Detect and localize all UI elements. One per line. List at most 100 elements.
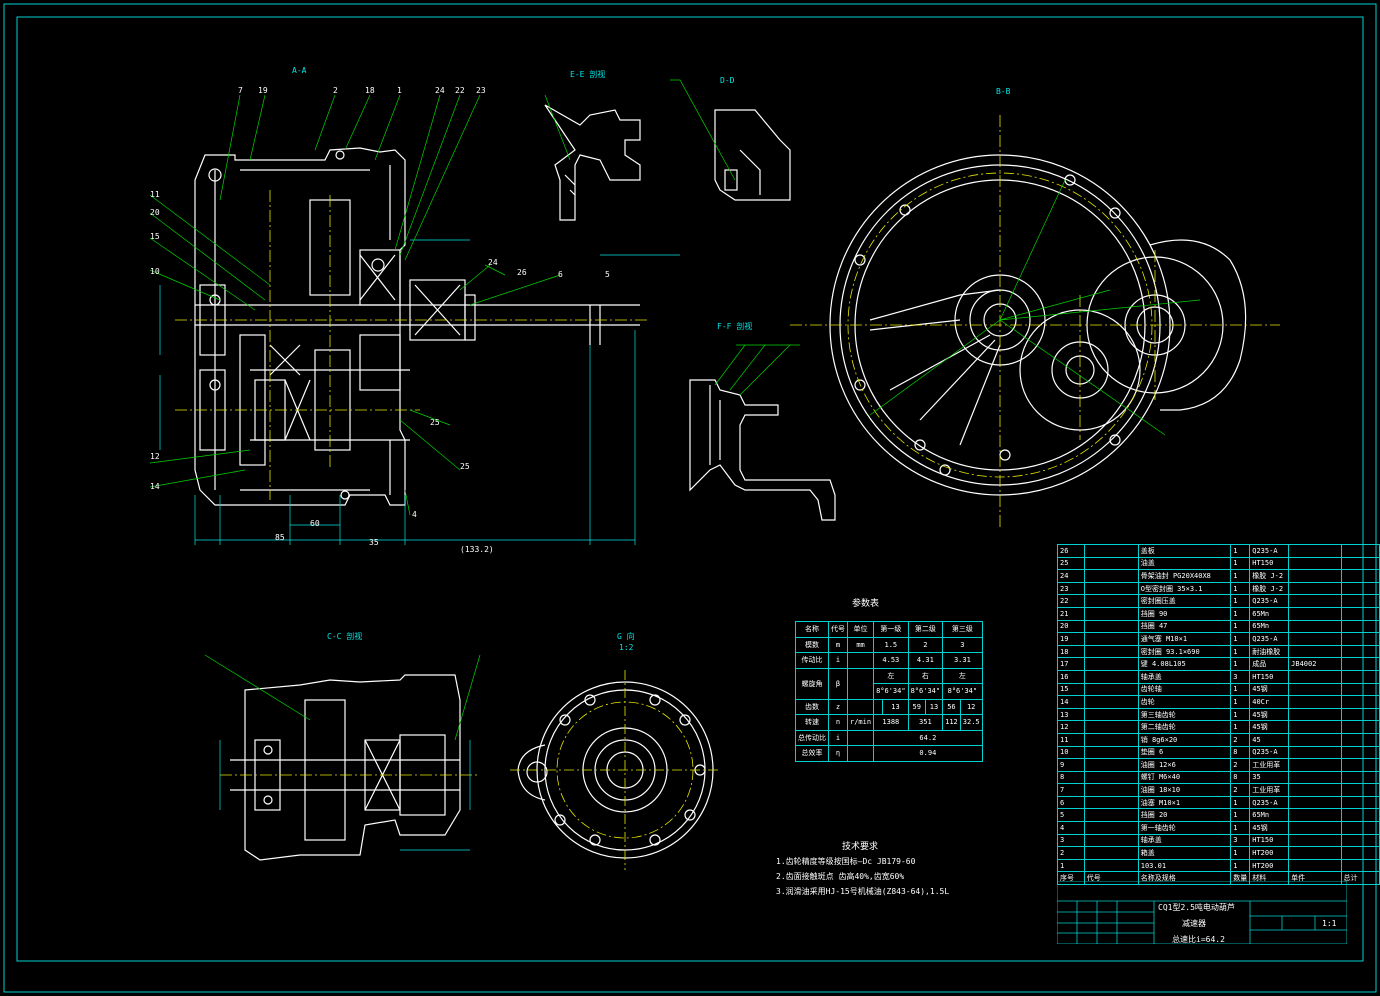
view-label-cc: C-C 剖视: [327, 632, 363, 641]
dim-text: 25: [430, 418, 440, 427]
cell: 齿轮轴: [1137, 682, 1232, 697]
cell: 8°6'34": [942, 683, 983, 700]
cell: [1340, 821, 1380, 835]
cell: 13: [1057, 707, 1085, 722]
cell: 螺钉 M6×40: [1137, 770, 1232, 785]
cell: z: [828, 698, 848, 715]
view-cc-dimensions: [219, 740, 471, 851]
cell: [846, 667, 875, 700]
view-aa-leaders: [149, 94, 561, 516]
cell: 13: [882, 698, 909, 715]
tech-req-title: 技术要求: [842, 842, 879, 852]
view-bb-greenlines: [869, 179, 1201, 436]
cell: 3: [942, 636, 983, 653]
cell: [873, 698, 884, 715]
cell: 1: [1230, 594, 1251, 608]
cell: [1288, 795, 1342, 810]
view-bb-centerlines: [790, 115, 1280, 530]
cell: [1083, 770, 1139, 785]
cell: JB4002: [1288, 657, 1342, 671]
cell: 9: [1057, 758, 1085, 772]
cell: 25: [1057, 556, 1085, 571]
cell: 左: [873, 667, 909, 684]
cell: [1288, 669, 1342, 684]
cell: [1083, 745, 1139, 760]
cell: 3.31: [942, 652, 983, 669]
cell: [1083, 732, 1139, 747]
balloon: 10: [150, 267, 160, 276]
cell: [1083, 720, 1139, 734]
tech-req-item: 1.齿轮精度等级按国标—Dc JB179-60: [776, 857, 916, 866]
cell: 45钢: [1249, 720, 1290, 734]
cell: 箱盖: [1137, 846, 1232, 860]
cell: [1340, 858, 1380, 873]
cell: 1: [1230, 632, 1251, 646]
cell: [1340, 569, 1380, 583]
view-label-g: G 向: [617, 632, 635, 641]
cell: 挡圈 90: [1137, 606, 1232, 621]
cell: 第三轴齿轮: [1137, 707, 1232, 722]
cell: [1340, 833, 1380, 848]
cell: 1: [1230, 858, 1251, 873]
cell: 4.31: [907, 652, 944, 669]
cell: 8°6'34": [907, 683, 944, 700]
cell: 密封圈 93.1×690: [1137, 644, 1232, 659]
dim-text: 85: [275, 533, 285, 542]
cell: [1340, 758, 1380, 772]
cell: 19: [1057, 632, 1085, 646]
cell: 1388: [873, 714, 909, 731]
dim-text: 60: [310, 519, 320, 528]
cell: 2: [1057, 846, 1085, 860]
dim-text: (133.2): [460, 545, 494, 554]
cell: 6: [1057, 795, 1085, 810]
cell: 单位: [846, 621, 875, 638]
cell: 12: [1057, 720, 1085, 734]
cell: 1: [1230, 556, 1251, 571]
cell: HT150: [1249, 833, 1290, 848]
cell: 16: [1057, 669, 1085, 684]
cell: 油圈 18×10: [1137, 783, 1232, 797]
cell: 销 8g6×20: [1137, 732, 1232, 747]
cell: 17: [1057, 657, 1085, 671]
cell: [1288, 858, 1342, 873]
cell: 传动比: [795, 652, 829, 669]
cell: 1: [1230, 695, 1251, 709]
cell: 1: [1230, 808, 1251, 823]
cell: β: [828, 667, 848, 700]
cell: [1340, 682, 1380, 697]
cell: 8°6'34": [873, 683, 909, 700]
cell: 23: [1057, 581, 1085, 596]
cell: 24: [1057, 569, 1085, 583]
cell: 1: [1230, 795, 1251, 810]
cell: 22: [1057, 594, 1085, 608]
balloon: 1: [397, 86, 402, 95]
cell: [1083, 619, 1139, 634]
cell: 1: [1230, 569, 1251, 583]
cell: 左: [942, 667, 983, 684]
cell: [1288, 594, 1342, 608]
balloon: 2: [333, 86, 338, 95]
balloon: 26: [517, 268, 527, 277]
cell: [1340, 808, 1380, 823]
cell: 名称: [795, 621, 829, 638]
cell: [1288, 682, 1342, 697]
view-ee-leaders: [544, 94, 571, 161]
cell: 键 4.08L105: [1137, 657, 1232, 671]
cell: 第二级: [907, 621, 944, 638]
cell: [1340, 846, 1380, 860]
balloon: 18: [365, 86, 375, 95]
cell: [1288, 732, 1342, 747]
cell: 耐油橡胶: [1249, 644, 1290, 659]
view-aa-dimensions: [159, 239, 680, 545]
